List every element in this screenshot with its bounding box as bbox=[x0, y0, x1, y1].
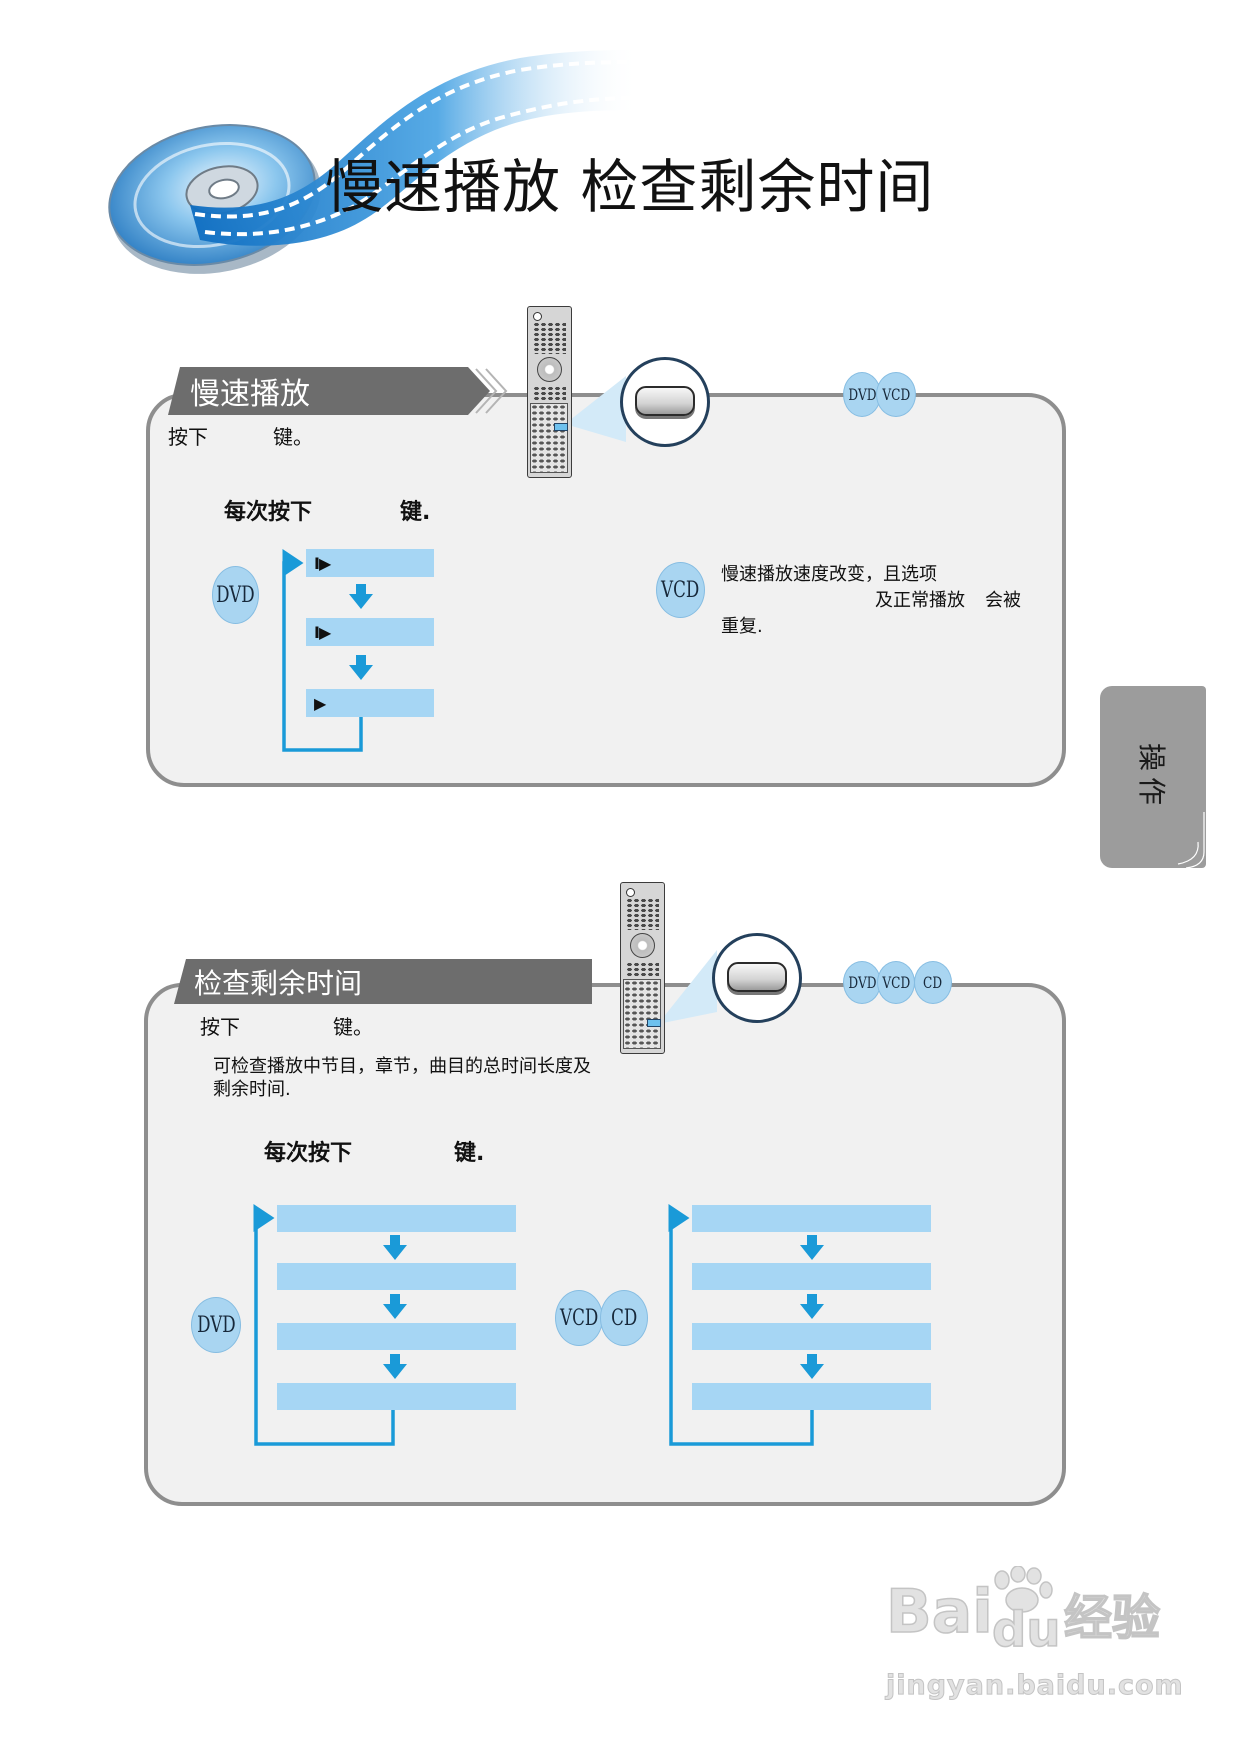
slow-forward-icon: I▶ bbox=[314, 553, 331, 573]
down-arrow-icon bbox=[349, 584, 373, 609]
vcd-cd-time-loop-line bbox=[668, 1204, 814, 1446]
down-arrow-icon bbox=[349, 655, 373, 680]
side-tab-operation[interactable]: 操作 bbox=[1100, 686, 1206, 868]
vcd-cd-time-step-4 bbox=[692, 1383, 931, 1410]
page-title: 慢速播放 检查剩余时间 bbox=[325, 153, 935, 221]
film-strip-wave bbox=[190, 50, 641, 246]
description-line-2: 剩余时间. bbox=[213, 1079, 291, 1100]
disc-badge-dvd: DVD bbox=[843, 372, 881, 417]
vcd-note-line-3: 重复. bbox=[721, 616, 763, 637]
dvd-time-step-4 bbox=[277, 1383, 516, 1410]
vcd-note-line-2a: 及正常播放 bbox=[875, 590, 965, 611]
slow-play-loop-line bbox=[282, 549, 363, 752]
vcd-note-line-2b: 会被 bbox=[985, 590, 1021, 611]
slow-play-step-1: I▶ bbox=[306, 549, 434, 577]
magnified-button-icon bbox=[712, 933, 802, 1023]
magnified-button-icon bbox=[620, 357, 710, 447]
cd-badge: CD bbox=[600, 1290, 648, 1346]
slow-forward-icon: I▶ bbox=[314, 622, 331, 642]
dvd-badge: DVD bbox=[191, 1297, 241, 1353]
watermark-product: 经验 bbox=[1063, 1590, 1161, 1646]
disc-badge-vcd: VCD bbox=[876, 372, 916, 417]
disc-badge-vcd: VCD bbox=[877, 961, 915, 1004]
down-arrow-icon bbox=[800, 1354, 824, 1379]
dvd-time-step-2 bbox=[277, 1263, 516, 1290]
paw-icon bbox=[994, 1566, 1053, 1613]
each-press-prefix: 每次按下 bbox=[264, 1141, 353, 1166]
press-instruction-suffix: 键。 bbox=[273, 425, 313, 449]
remaining-time-header: 检查剩余时间 bbox=[174, 959, 592, 1004]
each-press-prefix: 每次按下 bbox=[224, 500, 313, 525]
press-instruction-suffix: 键。 bbox=[333, 1015, 373, 1039]
remote-button-icon bbox=[635, 386, 695, 416]
zoom-beam-1 bbox=[565, 376, 626, 442]
slow-play-step-3: ▶ bbox=[306, 689, 434, 717]
remote-button-icon bbox=[727, 962, 787, 992]
dvd-time-loop-line bbox=[253, 1204, 395, 1446]
watermark-brand-right: du bbox=[991, 1602, 1061, 1658]
dvd-time-step-3 bbox=[277, 1323, 516, 1350]
press-instruction-prefix: 按下 bbox=[200, 1015, 240, 1039]
vcd-badge: VCD bbox=[656, 562, 705, 618]
vcd-cd-time-step-3 bbox=[692, 1323, 931, 1350]
tab-edge-decoration bbox=[1177, 812, 1205, 869]
down-arrow-icon bbox=[800, 1235, 824, 1260]
slow-play-header: 慢速播放 bbox=[168, 367, 490, 415]
disc-badge-dvd: DVD bbox=[843, 961, 881, 1004]
vcd-cd-time-step-1 bbox=[692, 1205, 931, 1232]
each-press-suffix: 键. bbox=[400, 500, 431, 525]
slow-play-panel bbox=[146, 393, 1066, 787]
remote-control-icon bbox=[620, 882, 665, 1054]
vcd-note-line-1: 慢速播放速度改变，且选项 bbox=[721, 564, 937, 585]
disc-film-logo bbox=[108, 50, 641, 274]
down-arrow-icon bbox=[383, 1235, 407, 1260]
dvd-badge: DVD bbox=[212, 566, 259, 624]
side-tab-label: 操作 bbox=[1134, 742, 1168, 812]
disc-badge-cd: CD bbox=[914, 961, 952, 1004]
down-arrow-icon bbox=[383, 1294, 407, 1319]
dvd-time-step-1 bbox=[277, 1205, 516, 1232]
watermark-url: jingyan.baidu.com bbox=[886, 1670, 1184, 1701]
vcd-badge: VCD bbox=[555, 1290, 603, 1346]
slow-play-step-2: I▶ bbox=[306, 618, 434, 646]
down-arrow-icon bbox=[800, 1294, 824, 1319]
play-icon: ▶ bbox=[314, 693, 326, 713]
watermark-brand-left: Bai bbox=[885, 1577, 993, 1647]
zoom-beam-2 bbox=[658, 950, 717, 1024]
press-instruction-prefix: 按下 bbox=[168, 425, 208, 449]
remaining-time-panel bbox=[144, 983, 1066, 1506]
description-line-1: 可检查播放中节目，章节，曲目的总时间长度及 bbox=[213, 1056, 591, 1077]
each-press-suffix: 键. bbox=[454, 1141, 485, 1166]
chevron-icon bbox=[475, 368, 508, 414]
vcd-cd-time-step-2 bbox=[692, 1263, 931, 1290]
remote-control-icon bbox=[527, 306, 572, 478]
down-arrow-icon bbox=[383, 1354, 407, 1379]
